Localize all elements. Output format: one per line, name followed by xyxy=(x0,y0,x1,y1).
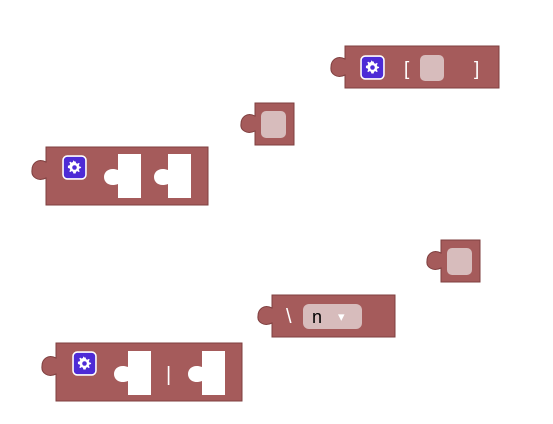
value-slot[interactable] xyxy=(447,248,472,275)
value-block-small[interactable] xyxy=(426,239,481,283)
gear-icon[interactable] xyxy=(72,351,97,376)
input-socket-1[interactable] xyxy=(114,351,151,395)
input-socket-2[interactable] xyxy=(188,351,225,395)
escape-char-block[interactable]: \ n ▾ xyxy=(257,294,396,338)
char-dropdown[interactable]: n ▾ xyxy=(303,304,362,329)
input-socket-2[interactable] xyxy=(154,154,191,198)
value-slot[interactable] xyxy=(420,55,444,81)
join-separator-block[interactable]: | xyxy=(41,342,243,402)
close-bracket-label: ] xyxy=(474,59,479,80)
value-slot[interactable] xyxy=(261,111,286,138)
value-block-small[interactable] xyxy=(240,102,295,146)
two-input-block[interactable] xyxy=(31,146,209,206)
backslash-label: \ xyxy=(286,306,292,328)
dropdown-value: n xyxy=(312,307,322,327)
list-literal-block[interactable]: [ ] xyxy=(330,45,500,89)
gear-icon[interactable] xyxy=(62,155,87,180)
gear-icon[interactable] xyxy=(360,55,385,80)
chevron-down-icon: ▾ xyxy=(338,309,345,324)
input-socket-1[interactable] xyxy=(104,154,141,198)
separator-label: | xyxy=(166,364,171,386)
open-bracket-label: [ xyxy=(404,59,410,80)
